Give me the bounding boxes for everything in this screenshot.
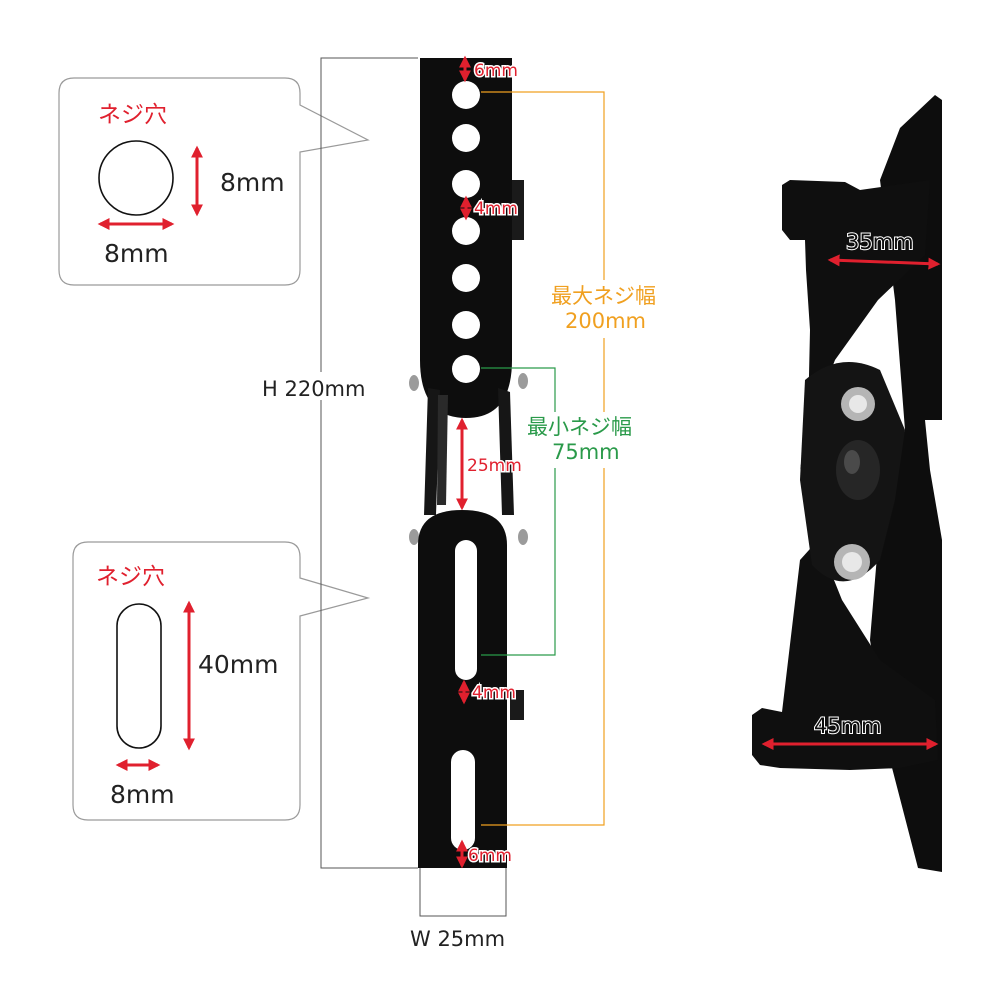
round-hole-width-label: 8mm	[104, 239, 169, 268]
callout-round-hole: ネジ穴 8mm 8mm	[58, 77, 370, 286]
round-hole-height-label: 8mm	[220, 168, 285, 197]
min-pitch-title: 最小ネジ幅	[527, 415, 632, 439]
max-pitch-indicator: 最大ネジ幅 200mm	[481, 91, 680, 826]
overall-height-label: H 220mm	[262, 377, 365, 401]
slot-hole-shape	[116, 603, 162, 749]
slot-hole-height-label: 40mm	[198, 650, 279, 679]
upper-gap-label: 4mm	[474, 199, 518, 219]
side-bracket	[752, 95, 942, 872]
max-pitch-value: 200mm	[565, 309, 646, 333]
callout-round-hole-title: ネジ穴	[98, 102, 167, 128]
slot-hole-width-label: 8mm	[110, 780, 175, 809]
center-gap-label: 25mm	[467, 456, 522, 476]
lower-gap-label: 4mm	[472, 683, 516, 703]
upper-depth-arrow	[827, 254, 941, 270]
overall-width-label: W 25mm	[410, 927, 505, 951]
slot-holes	[451, 540, 477, 850]
top-margin-label: 6mm	[474, 61, 518, 81]
side-lower-hook	[752, 540, 938, 770]
overall-dimension-lines: H 220mm W 25mm	[250, 57, 507, 951]
callout-slot-hole: ネジ穴 40mm 8mm	[72, 541, 371, 821]
callout-round-hole-frame	[58, 77, 370, 286]
bottom-margin-label: 6mm	[468, 846, 512, 866]
max-pitch-title: 最大ネジ幅	[551, 284, 656, 308]
min-pitch-value: 75mm	[552, 440, 620, 464]
callout-slot-hole-title: ネジ穴	[96, 564, 165, 590]
lower-depth-label: 45mm	[814, 714, 882, 738]
round-hole-shape	[98, 140, 174, 216]
upper-depth-label: 35mm	[846, 230, 914, 254]
front-red-dimensions: 6mm 4mm 25mm 4mm 6mm	[456, 55, 523, 869]
side-dimensions: 35mm 45mm	[761, 229, 941, 750]
min-pitch-indicator: 最小ネジ幅 75mm	[481, 367, 652, 656]
round-holes	[452, 81, 480, 383]
